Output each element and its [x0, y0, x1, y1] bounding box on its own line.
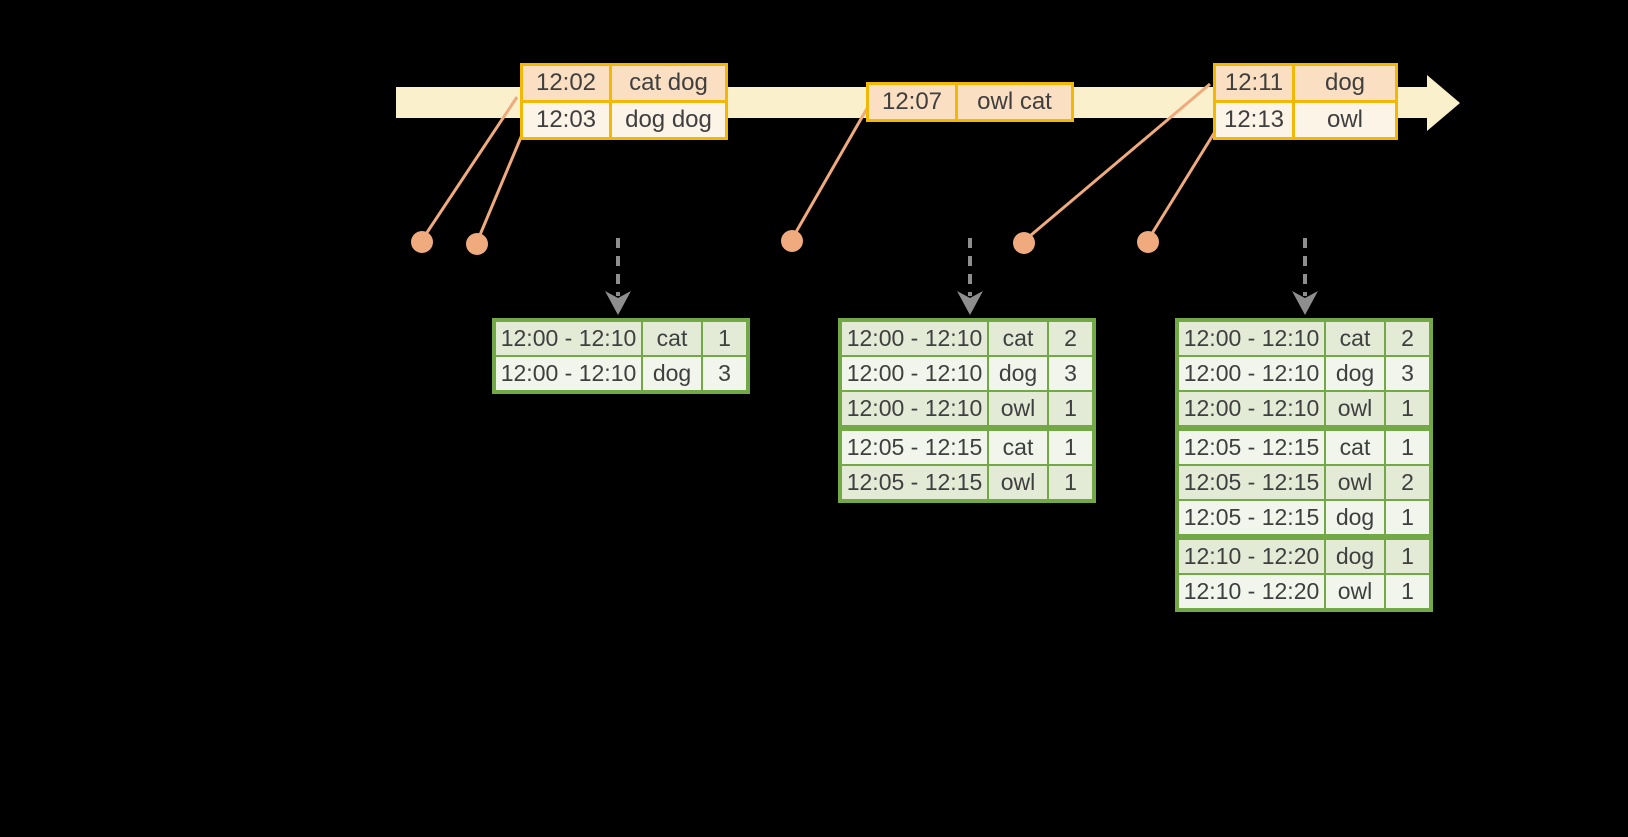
event-row: 12:11 dog	[1216, 66, 1395, 100]
result-word-cell: dog	[987, 357, 1047, 390]
result-count-cell: 1	[1384, 575, 1429, 608]
result-row: 12:00 - 12:10 owl 1	[842, 390, 1092, 425]
event-table: 12:07 owl cat	[866, 82, 1074, 122]
result-word-cell: owl	[987, 392, 1047, 425]
result-row: 12:00 - 12:10 cat 2	[842, 322, 1092, 355]
result-count-cell: 1	[1384, 431, 1429, 464]
result-row: 12:10 - 12:20 dog 1	[1179, 534, 1429, 573]
connector-line	[1146, 129, 1218, 241]
result-window-cell: 12:05 - 12:15	[1183, 504, 1320, 530]
result-window-cell: 12:00 - 12:10	[846, 395, 983, 421]
result-row: 12:00 - 12:10 cat 2	[1179, 322, 1429, 355]
result-count-cell: 1	[1384, 540, 1429, 573]
result-word-cell: cat	[1324, 431, 1384, 464]
result-word-cell: owl	[987, 466, 1047, 499]
result-table: 12:00 - 12:10 cat 2 12:00 - 12:10 dog 3 …	[838, 318, 1096, 503]
result-window-cell: 12:10 - 12:20	[1183, 578, 1320, 604]
result-count-cell: 2	[1384, 466, 1429, 499]
result-word-cell: cat	[987, 322, 1047, 355]
result-word-cell: cat	[641, 322, 701, 355]
result-count-cell: 1	[701, 322, 746, 355]
result-count-cell: 3	[1384, 357, 1429, 390]
result-window-cell: 12:00 - 12:10	[500, 360, 637, 386]
event-row: 12:13 owl	[1216, 100, 1395, 137]
result-window-cell: 12:00 - 12:10	[846, 360, 983, 386]
event-table: 12:11 dog 12:13 owl	[1213, 63, 1398, 140]
trigger-arrowhead-icon	[957, 291, 983, 315]
trigger-arrowhead-icon	[1292, 291, 1318, 315]
event-time-cell: 12:03	[535, 106, 597, 133]
result-word-cell: cat	[987, 431, 1047, 464]
result-window-cell: 12:05 - 12:15	[1183, 469, 1320, 495]
result-word-cell: cat	[1324, 322, 1384, 355]
result-count-cell: 1	[1384, 392, 1429, 425]
event-dot	[1137, 231, 1159, 253]
result-window-cell: 12:10 - 12:20	[1183, 543, 1320, 569]
event-time-cell: 12:02	[535, 69, 597, 96]
result-table: 12:00 - 12:10 cat 1 12:00 - 12:10 dog 3	[492, 318, 750, 394]
connector-line	[790, 104, 871, 240]
result-row: 12:10 - 12:20 owl 1	[1179, 573, 1429, 608]
result-window-cell: 12:00 - 12:10	[500, 325, 637, 351]
result-window-cell: 12:05 - 12:15	[846, 434, 983, 460]
result-count-cell: 1	[1047, 466, 1092, 499]
event-words-cell: dog dog	[609, 103, 725, 137]
event-words-cell: owl	[1292, 103, 1395, 137]
result-count-cell: 1	[1384, 501, 1429, 534]
result-window-cell: 12:00 - 12:10	[1183, 360, 1320, 386]
result-row: 12:00 - 12:10 dog 3	[842, 355, 1092, 390]
result-count-cell: 3	[701, 357, 746, 390]
event-time-cell: 12:11	[1224, 69, 1284, 96]
trigger-arrowhead-icon	[605, 291, 631, 315]
event-dot	[781, 230, 803, 252]
result-window-cell: 12:05 - 12:15	[846, 469, 983, 495]
result-row: 12:00 - 12:10 dog 3	[1179, 355, 1429, 390]
result-count-cell: 1	[1047, 431, 1092, 464]
result-row: 12:05 - 12:15 owl 1	[842, 464, 1092, 499]
event-row: 12:03 dog dog	[523, 100, 725, 137]
result-word-cell: owl	[1324, 466, 1384, 499]
timeline-arrowhead-icon	[1427, 75, 1460, 131]
result-window-cell: 12:00 - 12:10	[1183, 325, 1320, 351]
event-words-cell: owl cat	[955, 85, 1071, 119]
event-row: 12:07 owl cat	[869, 85, 1071, 119]
event-row: 12:02 cat dog	[523, 66, 725, 100]
result-word-cell: dog	[1324, 540, 1384, 573]
result-row: 12:00 - 12:10 dog 3	[496, 355, 746, 390]
event-words-cell: dog	[1292, 66, 1395, 100]
result-count-cell: 3	[1047, 357, 1092, 390]
result-window-cell: 12:00 - 12:10	[1183, 395, 1320, 421]
event-dot	[1013, 232, 1035, 254]
result-count-cell: 1	[1047, 392, 1092, 425]
result-row: 12:05 - 12:15 dog 1	[1179, 499, 1429, 534]
result-word-cell: dog	[1324, 357, 1384, 390]
event-words-cell: cat dog	[609, 66, 725, 100]
event-dot	[411, 231, 433, 253]
result-word-cell: owl	[1324, 392, 1384, 425]
result-row: 12:05 - 12:15 cat 1	[1179, 425, 1429, 464]
result-window-cell: 12:05 - 12:15	[1183, 434, 1320, 460]
event-dot	[466, 233, 488, 255]
event-time-cell: 12:07	[881, 88, 943, 115]
result-count-cell: 2	[1047, 322, 1092, 355]
event-time-cell: 12:13	[1223, 106, 1285, 133]
result-word-cell: owl	[1324, 575, 1384, 608]
result-word-cell: dog	[641, 357, 701, 390]
connector-line	[475, 129, 526, 243]
result-row: 12:05 - 12:15 owl 2	[1179, 464, 1429, 499]
connector-line	[1023, 82, 1211, 243]
result-row: 12:00 - 12:10 owl 1	[1179, 390, 1429, 425]
event-table: 12:02 cat dog 12:03 dog dog	[520, 63, 728, 140]
result-table: 12:00 - 12:10 cat 2 12:00 - 12:10 dog 3 …	[1175, 318, 1433, 612]
connector-line	[420, 96, 519, 241]
result-count-cell: 2	[1384, 322, 1429, 355]
result-row: 12:05 - 12:15 cat 1	[842, 425, 1092, 464]
result-row: 12:00 - 12:10 cat 1	[496, 322, 746, 355]
result-word-cell: dog	[1324, 501, 1384, 534]
result-window-cell: 12:00 - 12:10	[846, 325, 983, 351]
